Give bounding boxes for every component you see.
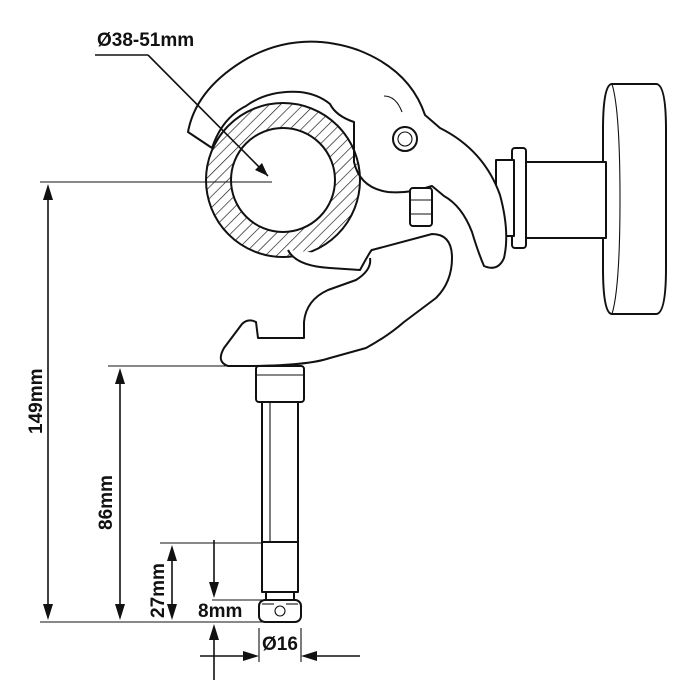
overall-height-dimension: 149mm [26,184,53,620]
overall-height-label: 149mm [26,369,47,435]
spigot-length-label: 86mm [96,475,117,530]
spigot-diameter-label: Ø16 [262,634,298,655]
spigot-diameter-dimension: Ø16 [200,634,360,661]
adjustment-nut [409,187,433,227]
clamp-base [219,233,453,367]
tube-cross-section [205,102,361,258]
pin-hole-offset-label: 8mm [198,601,242,622]
tube-diameter-label: Ø38-51mm [97,30,194,51]
t-handle-knob [495,83,667,315]
tube-diameter-leader: Ø38-51mm [95,30,269,177]
spigot-length-dimension: 86mm [96,368,125,620]
pin-hole-offset-dimension: 8mm [198,540,242,680]
extension-lines [40,181,302,662]
lower-section-dimension: 27mm [148,545,177,620]
lower-section-label: 27mm [148,563,169,618]
upper-jaw [187,40,508,269]
spigot-pin [255,365,305,623]
